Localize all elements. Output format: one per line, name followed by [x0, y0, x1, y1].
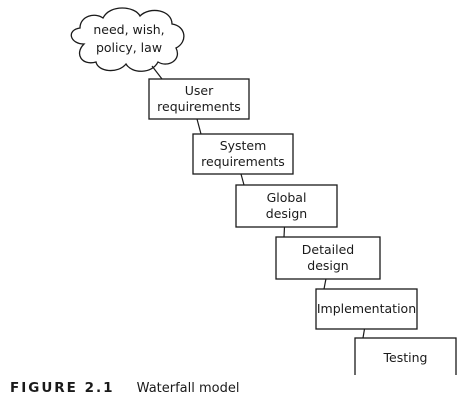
figure-label: FIGURE 2.1: [10, 380, 115, 396]
connector-line: [196, 118, 202, 135]
connector-line: [240, 173, 245, 186]
step-box: Implementation: [315, 288, 418, 330]
step-label: Implementation: [317, 301, 416, 316]
connector-line: [323, 278, 327, 290]
step-label: requirements: [157, 99, 241, 114]
step-label: requirements: [201, 154, 285, 169]
step-box-frame: [315, 288, 418, 330]
step-label: Testing: [383, 350, 428, 365]
waterfall-diagram: need, wish,policy, law UserrequirementsS…: [70, 7, 457, 375]
step-box-frame: [275, 236, 381, 280]
figure-title: Waterfall model: [136, 381, 240, 396]
connector-line: [362, 328, 366, 339]
step-label: design: [307, 258, 348, 273]
cloud-text-line: policy, law: [96, 40, 162, 55]
step-box-frame: [354, 337, 457, 375]
figure-caption: FIGURE 2.1 Waterfall model: [10, 380, 239, 396]
step-label: design: [266, 206, 307, 221]
cloud-shape: [70, 7, 185, 72]
step-label: User: [185, 83, 214, 98]
connector-line: [151, 65, 163, 80]
step-box-frame: [235, 184, 338, 228]
step-label: System: [220, 138, 267, 153]
step-box-frame: [192, 133, 294, 175]
step-box: Testing: [354, 337, 457, 375]
cloud-text-line: need, wish,: [93, 22, 164, 37]
step-box-frame: [148, 78, 250, 120]
step-label: Detailed: [302, 242, 354, 257]
step-label: Global: [267, 190, 307, 205]
